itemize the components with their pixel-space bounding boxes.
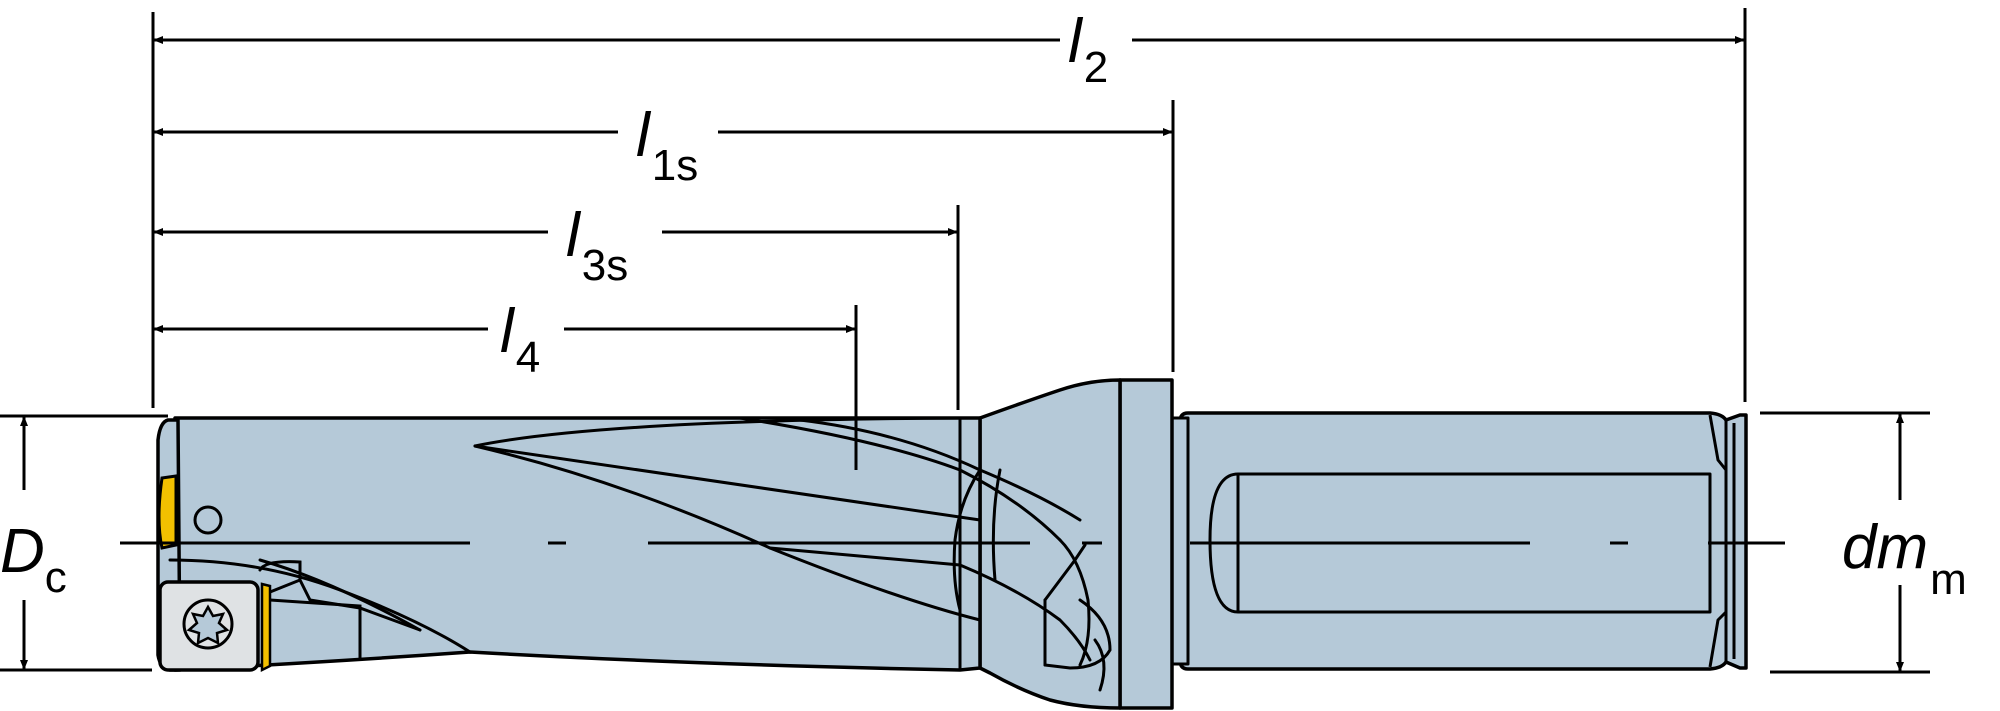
bottom-insert	[158, 580, 272, 673]
flange	[1118, 378, 1174, 710]
coolant-hole-icon	[193, 505, 223, 535]
label-dmm: dmm	[1842, 513, 1967, 604]
label-l2: l2	[1068, 7, 1108, 92]
label-dc: Dc	[0, 517, 67, 602]
label-l4: l4	[500, 297, 540, 382]
dimension-lines	[0, 8, 1930, 674]
label-l3s: l3s	[566, 201, 628, 290]
label-l1s: l1s	[636, 101, 698, 190]
top-insert	[157, 474, 178, 550]
